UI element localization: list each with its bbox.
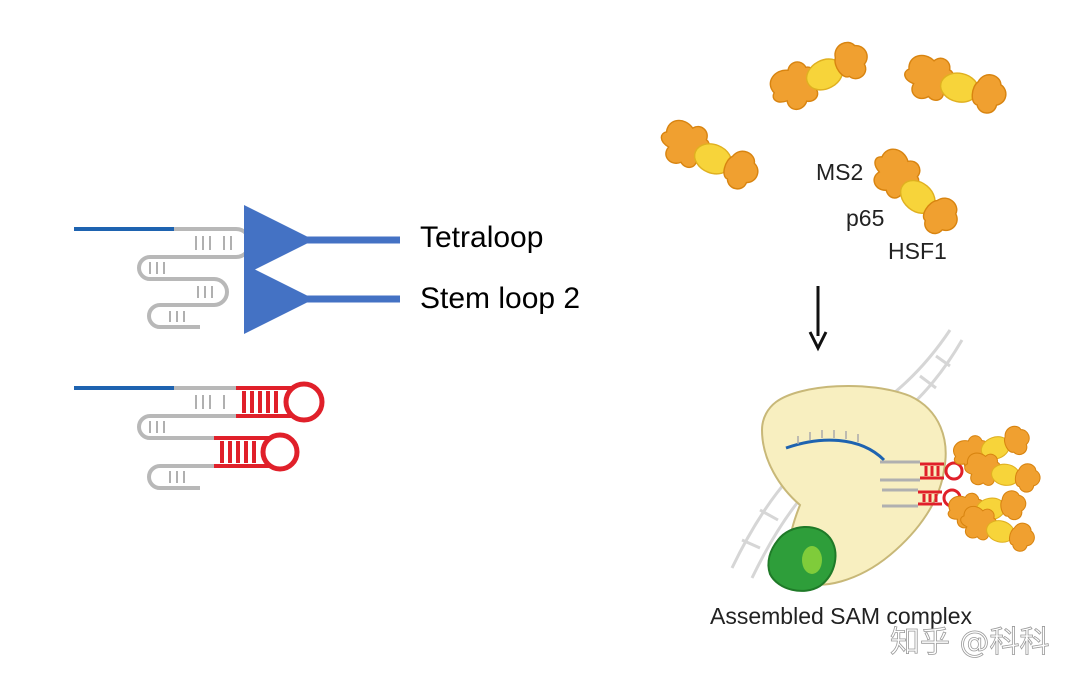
sgrna-with-ms2-aptamers xyxy=(74,381,325,490)
bound-guide-pairs xyxy=(797,430,859,444)
label-stem-loop-2: Stem loop 2 xyxy=(420,282,580,315)
scaffold-base-pairs xyxy=(149,236,232,322)
cas9-green-highlight xyxy=(802,546,822,574)
ms2-aptamer-loop xyxy=(214,432,300,472)
label-p65: p65 xyxy=(846,205,884,231)
label-hsf1: HSF1 xyxy=(888,238,947,264)
ms2-p65-hsf1-fusion-icon xyxy=(762,29,877,119)
ms2-p65-hsf1-fusion-icon xyxy=(899,50,1012,118)
complex-scaffold-stems xyxy=(880,460,964,508)
scaffold-backbone xyxy=(137,227,252,329)
bound-guide-line xyxy=(785,438,886,462)
fusion-proteins-free xyxy=(652,29,1012,243)
watermark: 知乎 @科科 xyxy=(890,625,1050,660)
cas9-green-domain xyxy=(767,525,837,592)
ms2-aptamer-loop xyxy=(236,381,325,423)
scaffold-backbone xyxy=(137,386,236,490)
ms2-p65-hsf1-fusion-icon xyxy=(652,113,767,196)
caption-assembled-sam-complex: Assembled SAM complex xyxy=(710,603,973,629)
sgrna-scaffold-original xyxy=(74,227,252,329)
scaffold-base-pairs xyxy=(149,395,225,483)
label-ms2: MS2 xyxy=(816,159,863,185)
down-arrow-icon xyxy=(808,286,828,352)
fusion-proteins-bound xyxy=(944,417,1043,555)
ms2-p65-hsf1-fusion-icon xyxy=(961,450,1043,495)
label-tetraloop: Tetraloop xyxy=(420,221,543,254)
